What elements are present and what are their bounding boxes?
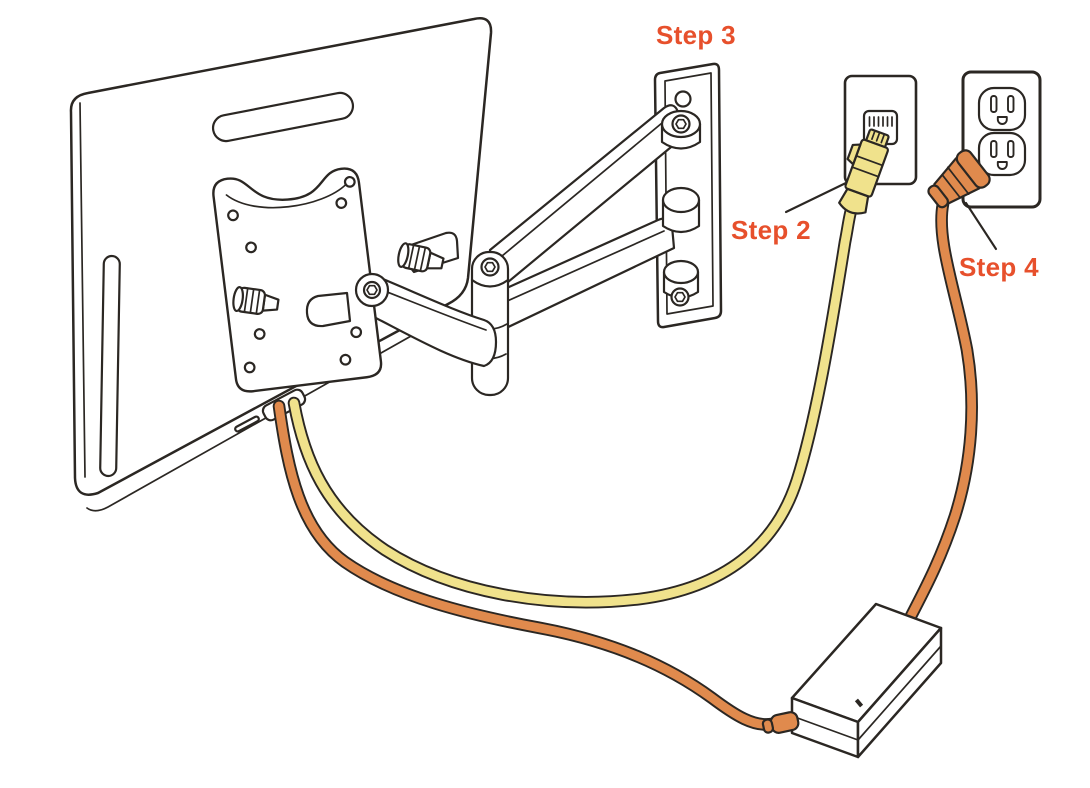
arm-lower-bar-bevel — [493, 230, 665, 308]
adapter-seam-left — [791, 715, 859, 741]
power-cable-core — [274, 401, 777, 729]
plug-ribs — [941, 166, 970, 199]
step2-leader-line — [784, 179, 852, 214]
step-labels: Step 3 Step 2 Step 4 — [656, 20, 1039, 282]
thumbscrew-left-icon — [232, 286, 280, 316]
vesa-plate-group — [212, 167, 383, 393]
rj45-boot — [838, 187, 870, 215]
outlet-slot — [1007, 95, 1015, 113]
ethernet-wall-jack-icon — [784, 74, 918, 215]
vesa-hole — [339, 353, 352, 366]
dc-barrel-tip — [761, 718, 775, 734]
bracket-knuckle-bottom — [662, 259, 700, 285]
articulating-arm-icon — [352, 250, 510, 397]
vesa-hole — [350, 326, 363, 339]
monitor-side-slot — [99, 254, 121, 478]
vesa-mount-plate-icon — [212, 167, 460, 393]
monitor-top-vent — [211, 91, 355, 143]
vesa-hole — [227, 209, 239, 222]
thumbscrew-knurl — [243, 287, 261, 315]
plug-back-cap — [927, 184, 949, 209]
bracket-top-screw-hex — [675, 118, 687, 130]
vesa-hole — [253, 328, 266, 340]
arm-upper-bar-bevel — [495, 117, 669, 262]
power-outlet-icon — [927, 70, 1042, 251]
vesa-hole — [335, 197, 348, 209]
power-cord-outlet-to-adapter — [901, 197, 978, 629]
step2-label: Step 2 — [731, 215, 811, 245]
elbow-cap-line — [470, 278, 510, 288]
bottom-notch — [234, 415, 260, 433]
monitor-bottom-rim — [86, 317, 444, 512]
vesa-hole — [245, 241, 257, 254]
rj45-tip-pins — [871, 130, 885, 144]
step4-leader-line — [964, 201, 998, 251]
bracket-screw-hole — [674, 90, 692, 108]
rj45-port-pins — [868, 116, 893, 127]
outlet-slot — [1007, 140, 1015, 158]
vesa-plate — [212, 167, 383, 393]
monitor-left-rim — [79, 102, 86, 478]
adapter-seam-right — [857, 645, 942, 741]
pivot-screw-hex — [366, 284, 378, 296]
outlet-ground-hole — [996, 161, 1008, 170]
thumbscrew-knurl — [407, 244, 427, 272]
dc-connector-icon — [761, 711, 800, 734]
thumbscrew-right-icon — [397, 242, 445, 273]
vesa-hole — [343, 175, 356, 188]
ethernet-cable — [287, 200, 859, 609]
outlet-ground-hole — [996, 116, 1008, 125]
outlet-slot — [990, 95, 998, 113]
vesa-plate-flange — [225, 183, 347, 209]
elbow-screw-hex — [484, 261, 496, 273]
ethernet-cable-core — [289, 202, 857, 607]
outlet-slot — [990, 140, 998, 158]
bracket-bottom-screw — [670, 287, 690, 307]
rj45-body-lines — [851, 154, 884, 178]
wall-bracket-icon — [486, 62, 723, 333]
pivot-screw — [362, 280, 382, 300]
thumbscrew-cap — [232, 286, 244, 313]
adapter-led-indicator — [854, 698, 864, 708]
power-cable-monitor-to-adapter — [272, 399, 779, 731]
bracket-knuckle-mid — [661, 186, 701, 214]
bracket-top-screw — [671, 114, 691, 134]
power-cord-core — [903, 199, 977, 627]
lower-claw — [305, 291, 352, 328]
rj45-latch — [846, 143, 862, 166]
rj45-connector-icon — [838, 128, 890, 215]
vesa-hole — [243, 361, 256, 374]
power-plug-icon — [927, 149, 991, 209]
plug-face — [955, 149, 991, 189]
bracket-bottom-screw-hex — [674, 291, 686, 303]
step3-label: Step 3 — [656, 20, 736, 50]
elbow-screw — [480, 257, 500, 277]
step4-label: Step 4 — [959, 252, 1039, 282]
power-adapter-icon — [761, 602, 943, 759]
